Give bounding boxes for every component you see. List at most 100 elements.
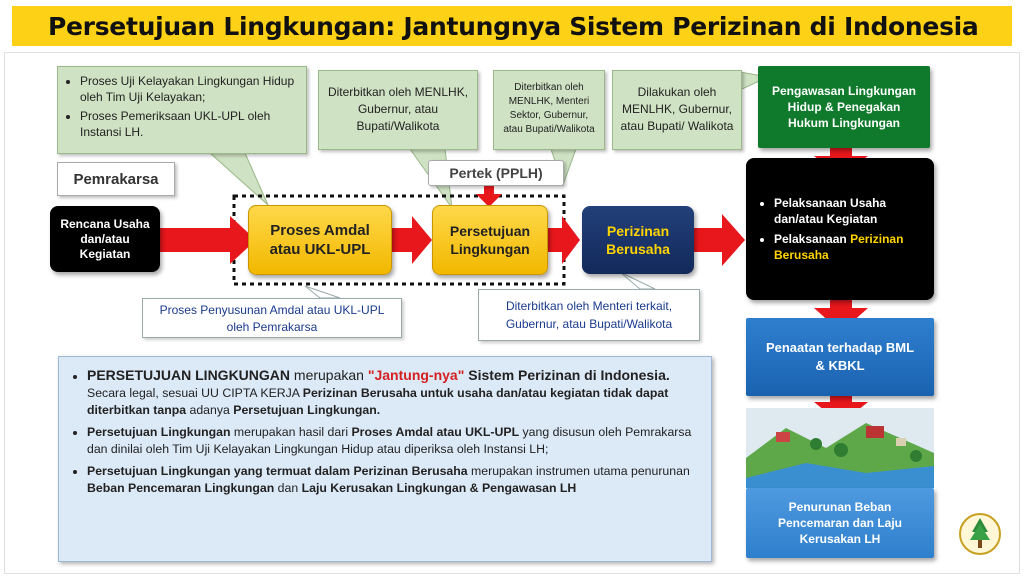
callout-done-by: Dilakukan oleh MENLHK, Gubernur, atau Bu…: [612, 70, 742, 150]
callout-line: Dilakukan oleh: [637, 85, 717, 99]
callout-line: Diterbitkan oleh MENLHK,: [327, 85, 469, 99]
node-line: Pelaksanaan Usaha: [774, 196, 887, 210]
note-penyusunan: Proses Penyusunan Amdal atau UKL-UPL ole…: [142, 298, 402, 338]
node-line: Hukum Lingkungan: [788, 116, 900, 130]
pemrakarsa-label: Pemrakarsa: [57, 162, 175, 196]
bullet-text: merupakan hasil dari: [230, 425, 352, 439]
note-pointer-penyusunan: [304, 285, 341, 299]
node-line: Penurunan Beban: [788, 500, 892, 514]
tree: [910, 450, 922, 462]
explanation-bullet: Persetujuan Lingkungan merupakan hasil d…: [87, 424, 697, 458]
page-title: Persetujuan Lingkungan: Jantungnya Siste…: [48, 11, 979, 41]
node-line: Kerusakan LH: [799, 532, 881, 546]
house: [896, 438, 906, 446]
river: [746, 463, 934, 488]
callout-line: atau Bupati/ Walikota: [620, 119, 734, 133]
callout-amdal-item: Proses Pemeriksaan UKL-UPL oleh Instansi…: [80, 108, 298, 140]
callout-line: MENLHK, Gubernur,: [621, 102, 733, 116]
bullet-text: adanya: [186, 403, 234, 417]
ministry-logo: [959, 513, 1001, 555]
factory-building: [776, 432, 790, 442]
node-line: & KBKL: [815, 358, 865, 373]
callout-line: Bupati/Walikota: [356, 119, 440, 133]
node-line: Penaatan terhadap BML: [765, 340, 915, 355]
bullet-bold: Perizinan Berusaha untuk usaha dan/atau …: [87, 386, 669, 417]
note-pointer-perizinan: [619, 271, 656, 290]
arrow-pelaksanaan-down: [814, 300, 868, 332]
arrow-rencana-to-amdal: [160, 216, 256, 264]
bullet-text: yang disusun oleh Pemrakarsa dan dinilai…: [87, 425, 692, 456]
node-persetujuan-lingkungan: Persetujuan Lingkungan: [432, 205, 548, 275]
callout-amdal-process: Proses Uji Kelayakan Lingkungan Hidup ol…: [57, 66, 307, 154]
callout-line: Gubernur, atau: [357, 102, 439, 116]
node-line: atau UKL-UPL: [269, 241, 371, 258]
title-bar: Persetujuan Lingkungan: Jantungnya Siste…: [12, 6, 1012, 46]
node-proses-amdal: Proses Amdal atau UKL-UPL: [248, 205, 392, 275]
bullet-text: Secara legal, sesuai UU CIPTA KERJA: [87, 386, 303, 400]
node-line: Hidup & Penegakan: [787, 100, 901, 114]
arrow-amdal-to-persetujuan: [392, 216, 432, 264]
callout-line: MENLHK, Menteri: [508, 96, 590, 107]
landscape-illustration: [746, 408, 934, 488]
tree: [834, 443, 848, 457]
callout-line: Sektor, Gubernur,: [509, 110, 589, 121]
node-line: Pencemaran dan Laju: [777, 516, 903, 530]
node-highlight: Berusaha: [774, 248, 829, 262]
node-line: dan/atau Kegiatan: [774, 212, 878, 226]
node-perizinan-berusaha: Perizinan Berusaha: [582, 206, 694, 274]
node-highlight: Perizinan: [850, 232, 904, 246]
node-line: Pelaksanaan: [774, 232, 851, 246]
bullet-bold: PERSETUJUAN LINGKUNGAN: [87, 367, 291, 383]
logo-tree: [970, 524, 990, 540]
callout-line: Diterbitkan oleh: [514, 82, 584, 93]
bullet-highlight: "Jantung-nya": [367, 367, 465, 383]
node-penurunan: Penurunan Beban Pencemaran dan Laju Keru…: [746, 488, 934, 558]
pertek-label: Pertek (PPLH): [428, 160, 564, 186]
callout-issued-menlhk: Diterbitkan oleh MENLHK, Gubernur, atau …: [318, 70, 478, 150]
node-line: Kegiatan: [79, 246, 131, 261]
bullet-bold: Beban Pencemaran Lingkungan: [87, 481, 275, 495]
slide-frame: [4, 52, 1020, 574]
tree: [810, 438, 822, 450]
node-pengawasan: Pengawasan Lingkungan Hidup & Penegakan …: [758, 66, 930, 148]
logo-trunk: [978, 540, 982, 548]
callout-issued-menteri: Diterbitkan oleh MENLHK, Menteri Sektor,…: [493, 70, 605, 150]
node-penaatan: Penaatan terhadap BML & KBKL: [746, 318, 934, 396]
node-pelaksanaan: Pelaksanaan Usaha dan/atau Kegiatan Pelak…: [746, 158, 934, 300]
node-line: Rencana Usaha: [60, 216, 150, 231]
bullet-bold: Persetujuan Lingkungan yang termuat dala…: [87, 464, 468, 478]
bullet-text: merupakan: [290, 367, 368, 383]
node-line: Perizinan: [606, 223, 670, 239]
pelaksanaan-item: Pelaksanaan Usaha dan/atau Kegiatan: [774, 195, 903, 227]
arrow-pertek-down: [476, 186, 502, 207]
note-diterbitkan: Diterbitkan oleh Menteri terkait, Gubern…: [478, 289, 700, 341]
bullet-bold: Proses Amdal atau UKL-UPL: [351, 425, 520, 439]
bullet-bold: Persetujuan Lingkungan: [87, 425, 231, 439]
node-line: Persetujuan: [449, 223, 531, 239]
bullet-text: merupakan instrumen utama penurunan: [467, 464, 690, 478]
node-line: Proses Amdal: [270, 222, 370, 239]
note-line: oleh Pemrakarsa: [226, 320, 318, 334]
node-line: Berusaha: [606, 241, 670, 257]
node-line: Lingkungan: [450, 241, 530, 257]
note-line: Proses Penyusunan Amdal atau UKL-UPL: [159, 303, 385, 317]
node-line: Pengawasan Lingkungan: [771, 84, 917, 98]
explanation-bullet: PERSETUJUAN LINGKUNGAN merupakan "Jantun…: [87, 367, 697, 419]
bullet-bold: Sistem Perizinan di Indonesia: [464, 367, 666, 383]
arrow-persetujuan-to-perizinan: [548, 216, 580, 264]
bullet-text: dan: [274, 481, 302, 495]
explanation-panel: PERSETUJUAN LINGKUNGAN merupakan "Jantun…: [58, 356, 712, 562]
pelaksanaan-list: Pelaksanaan Usaha dan/atau Kegiatan Pelak…: [746, 195, 903, 263]
bullet-bold: Laju Kerusakan Lingkungan & Pengawasan L…: [301, 481, 577, 495]
bullet-bold: Persetujuan Lingkungan.: [233, 403, 381, 417]
node-rencana-usaha: Rencana Usaha dan/atau Kegiatan: [50, 206, 160, 272]
factory-building: [866, 426, 884, 438]
arrow-perizinan-to-pelaksanaan: [694, 214, 745, 266]
callout-amdal-item: Proses Uji Kelayakan Lingkungan Hidup ol…: [80, 73, 298, 105]
node-line: dan/atau: [80, 231, 130, 246]
callout-line: atau Bupati/Walikota: [503, 124, 595, 135]
note-line: Diterbitkan oleh Menteri terkait,: [505, 299, 673, 313]
bullet-text: .: [665, 367, 670, 383]
note-line: Gubernur, atau Bupati/Walikota: [505, 317, 673, 331]
